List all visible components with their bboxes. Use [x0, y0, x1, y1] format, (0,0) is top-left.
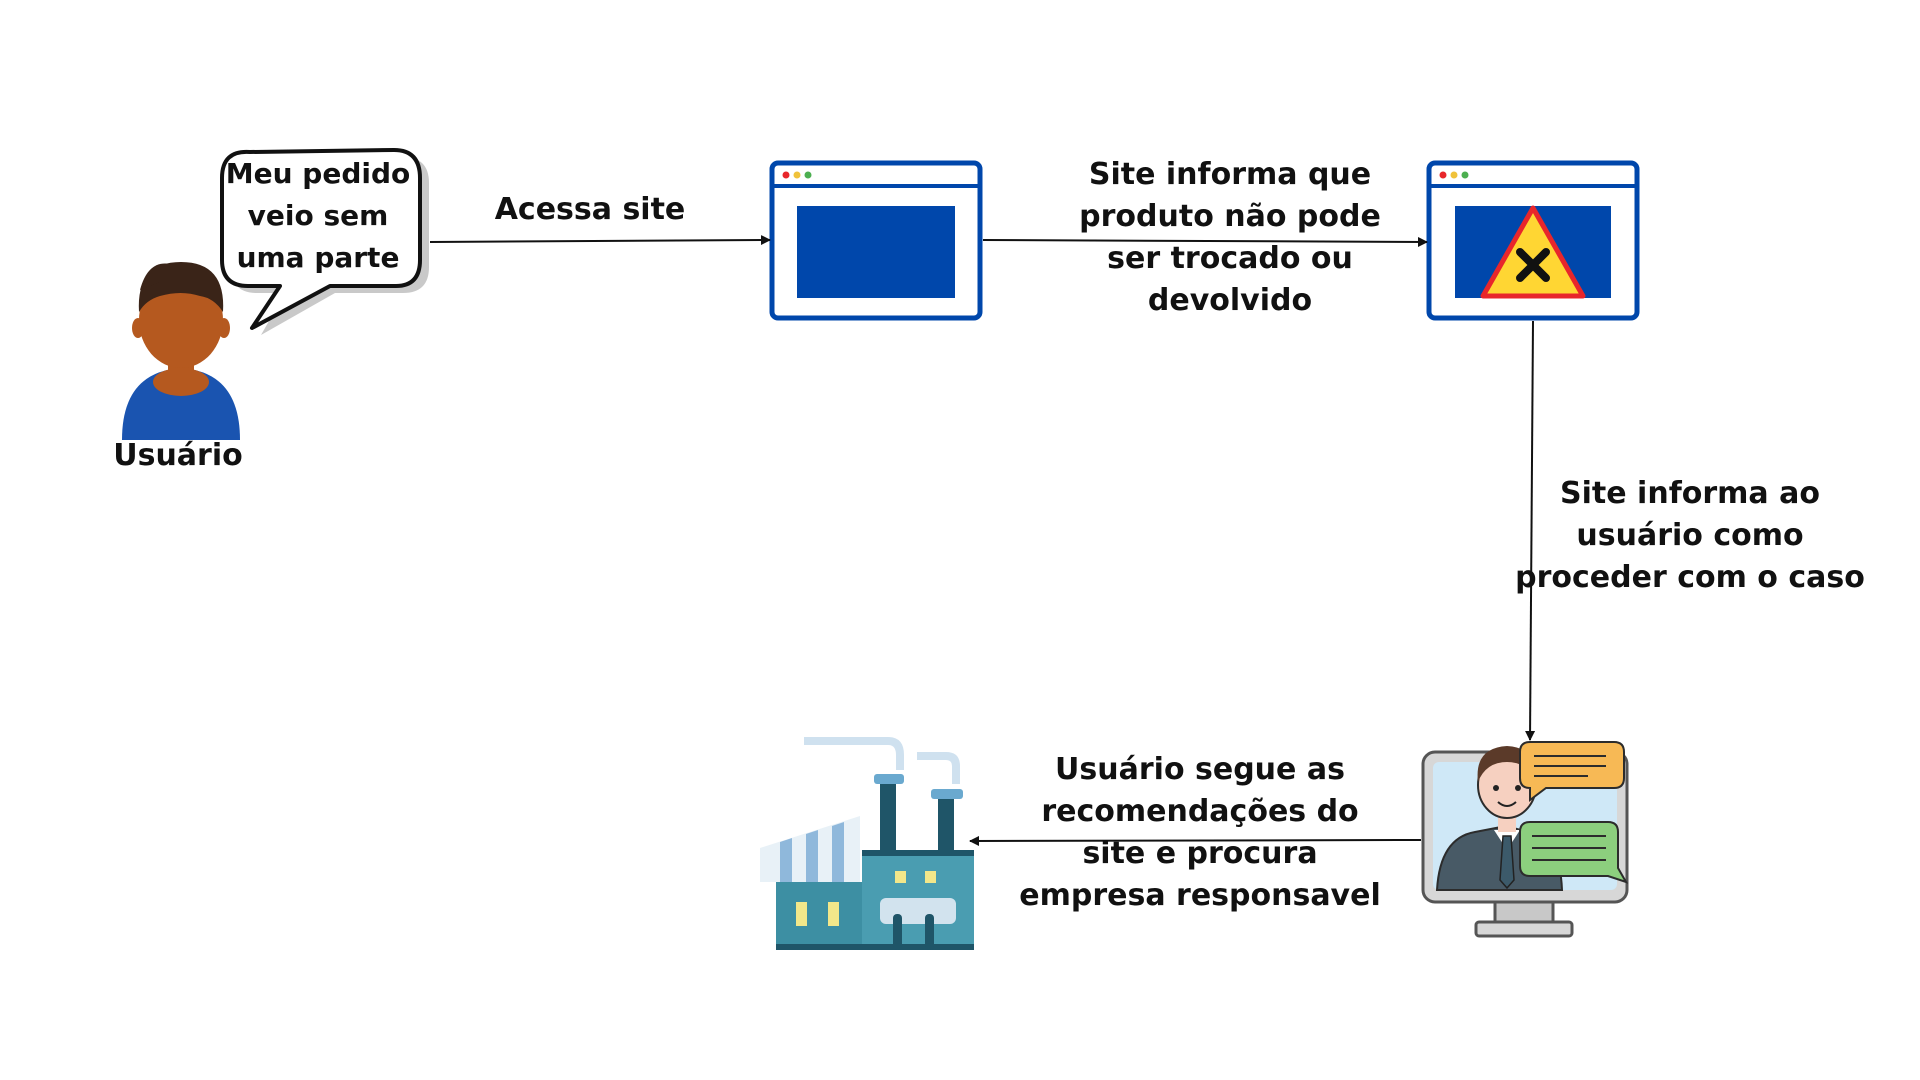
edge-site-to-warning [982, 236, 1428, 247]
edge-warning-to-support [1525, 320, 1536, 741]
edge-label-no-return: Site informa que produto não pode ser tr… [1079, 157, 1381, 318]
speech-bubble-icon [220, 148, 429, 335]
actor-label: Usuário [113, 438, 243, 473]
edge-support-to-factory [969, 835, 1422, 846]
edge-label-access-site: Acessa site [494, 192, 686, 227]
speech-bubble-text: Meu pedido veio sem uma parte [225, 157, 411, 274]
warning-browser-icon [1426, 160, 1640, 321]
edge-user-to-site [429, 235, 771, 246]
edge-label-follow-recommendations: Usuário segue as recomendações do site e… [1019, 752, 1381, 913]
person-icon [122, 262, 240, 440]
factory-icon [760, 737, 974, 950]
browser-window-icon [769, 160, 983, 321]
online-support-icon [1421, 741, 1629, 938]
edge-label-procedure: Site informa ao usuário como proceder co… [1515, 476, 1865, 595]
